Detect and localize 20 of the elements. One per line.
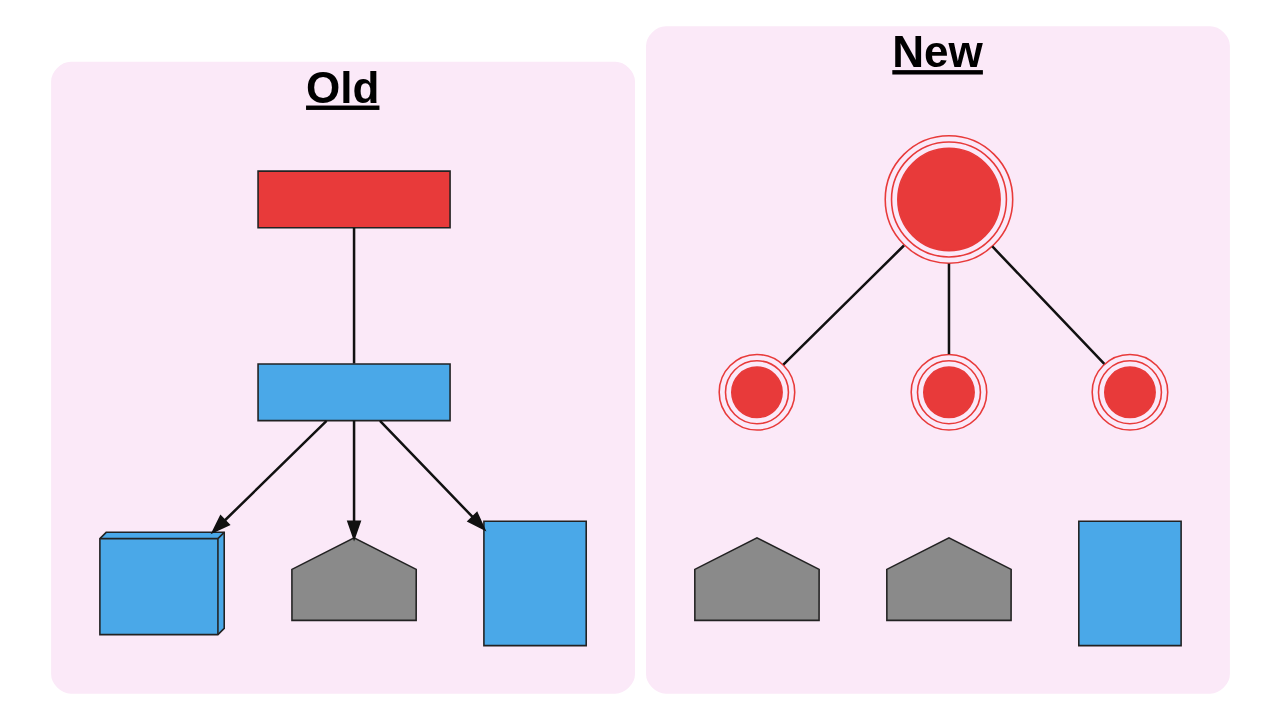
node-target xyxy=(1090,353,1168,431)
arrow xyxy=(210,419,327,535)
node-factory xyxy=(290,536,417,622)
node-box xyxy=(256,363,451,422)
node-building xyxy=(482,520,587,647)
node-building xyxy=(1077,520,1182,647)
node-box xyxy=(256,170,451,229)
connector xyxy=(782,244,905,366)
node-factory xyxy=(885,536,1012,622)
connector xyxy=(990,245,1105,365)
node-target xyxy=(883,134,1013,264)
arrow xyxy=(378,419,486,532)
connector xyxy=(352,227,355,364)
node-target xyxy=(717,353,796,431)
arrow xyxy=(346,420,361,542)
connector xyxy=(947,263,950,355)
node-factory xyxy=(693,536,820,622)
cluster: New xyxy=(645,26,1230,694)
cluster: Old xyxy=(50,61,635,694)
node-target xyxy=(909,353,988,431)
